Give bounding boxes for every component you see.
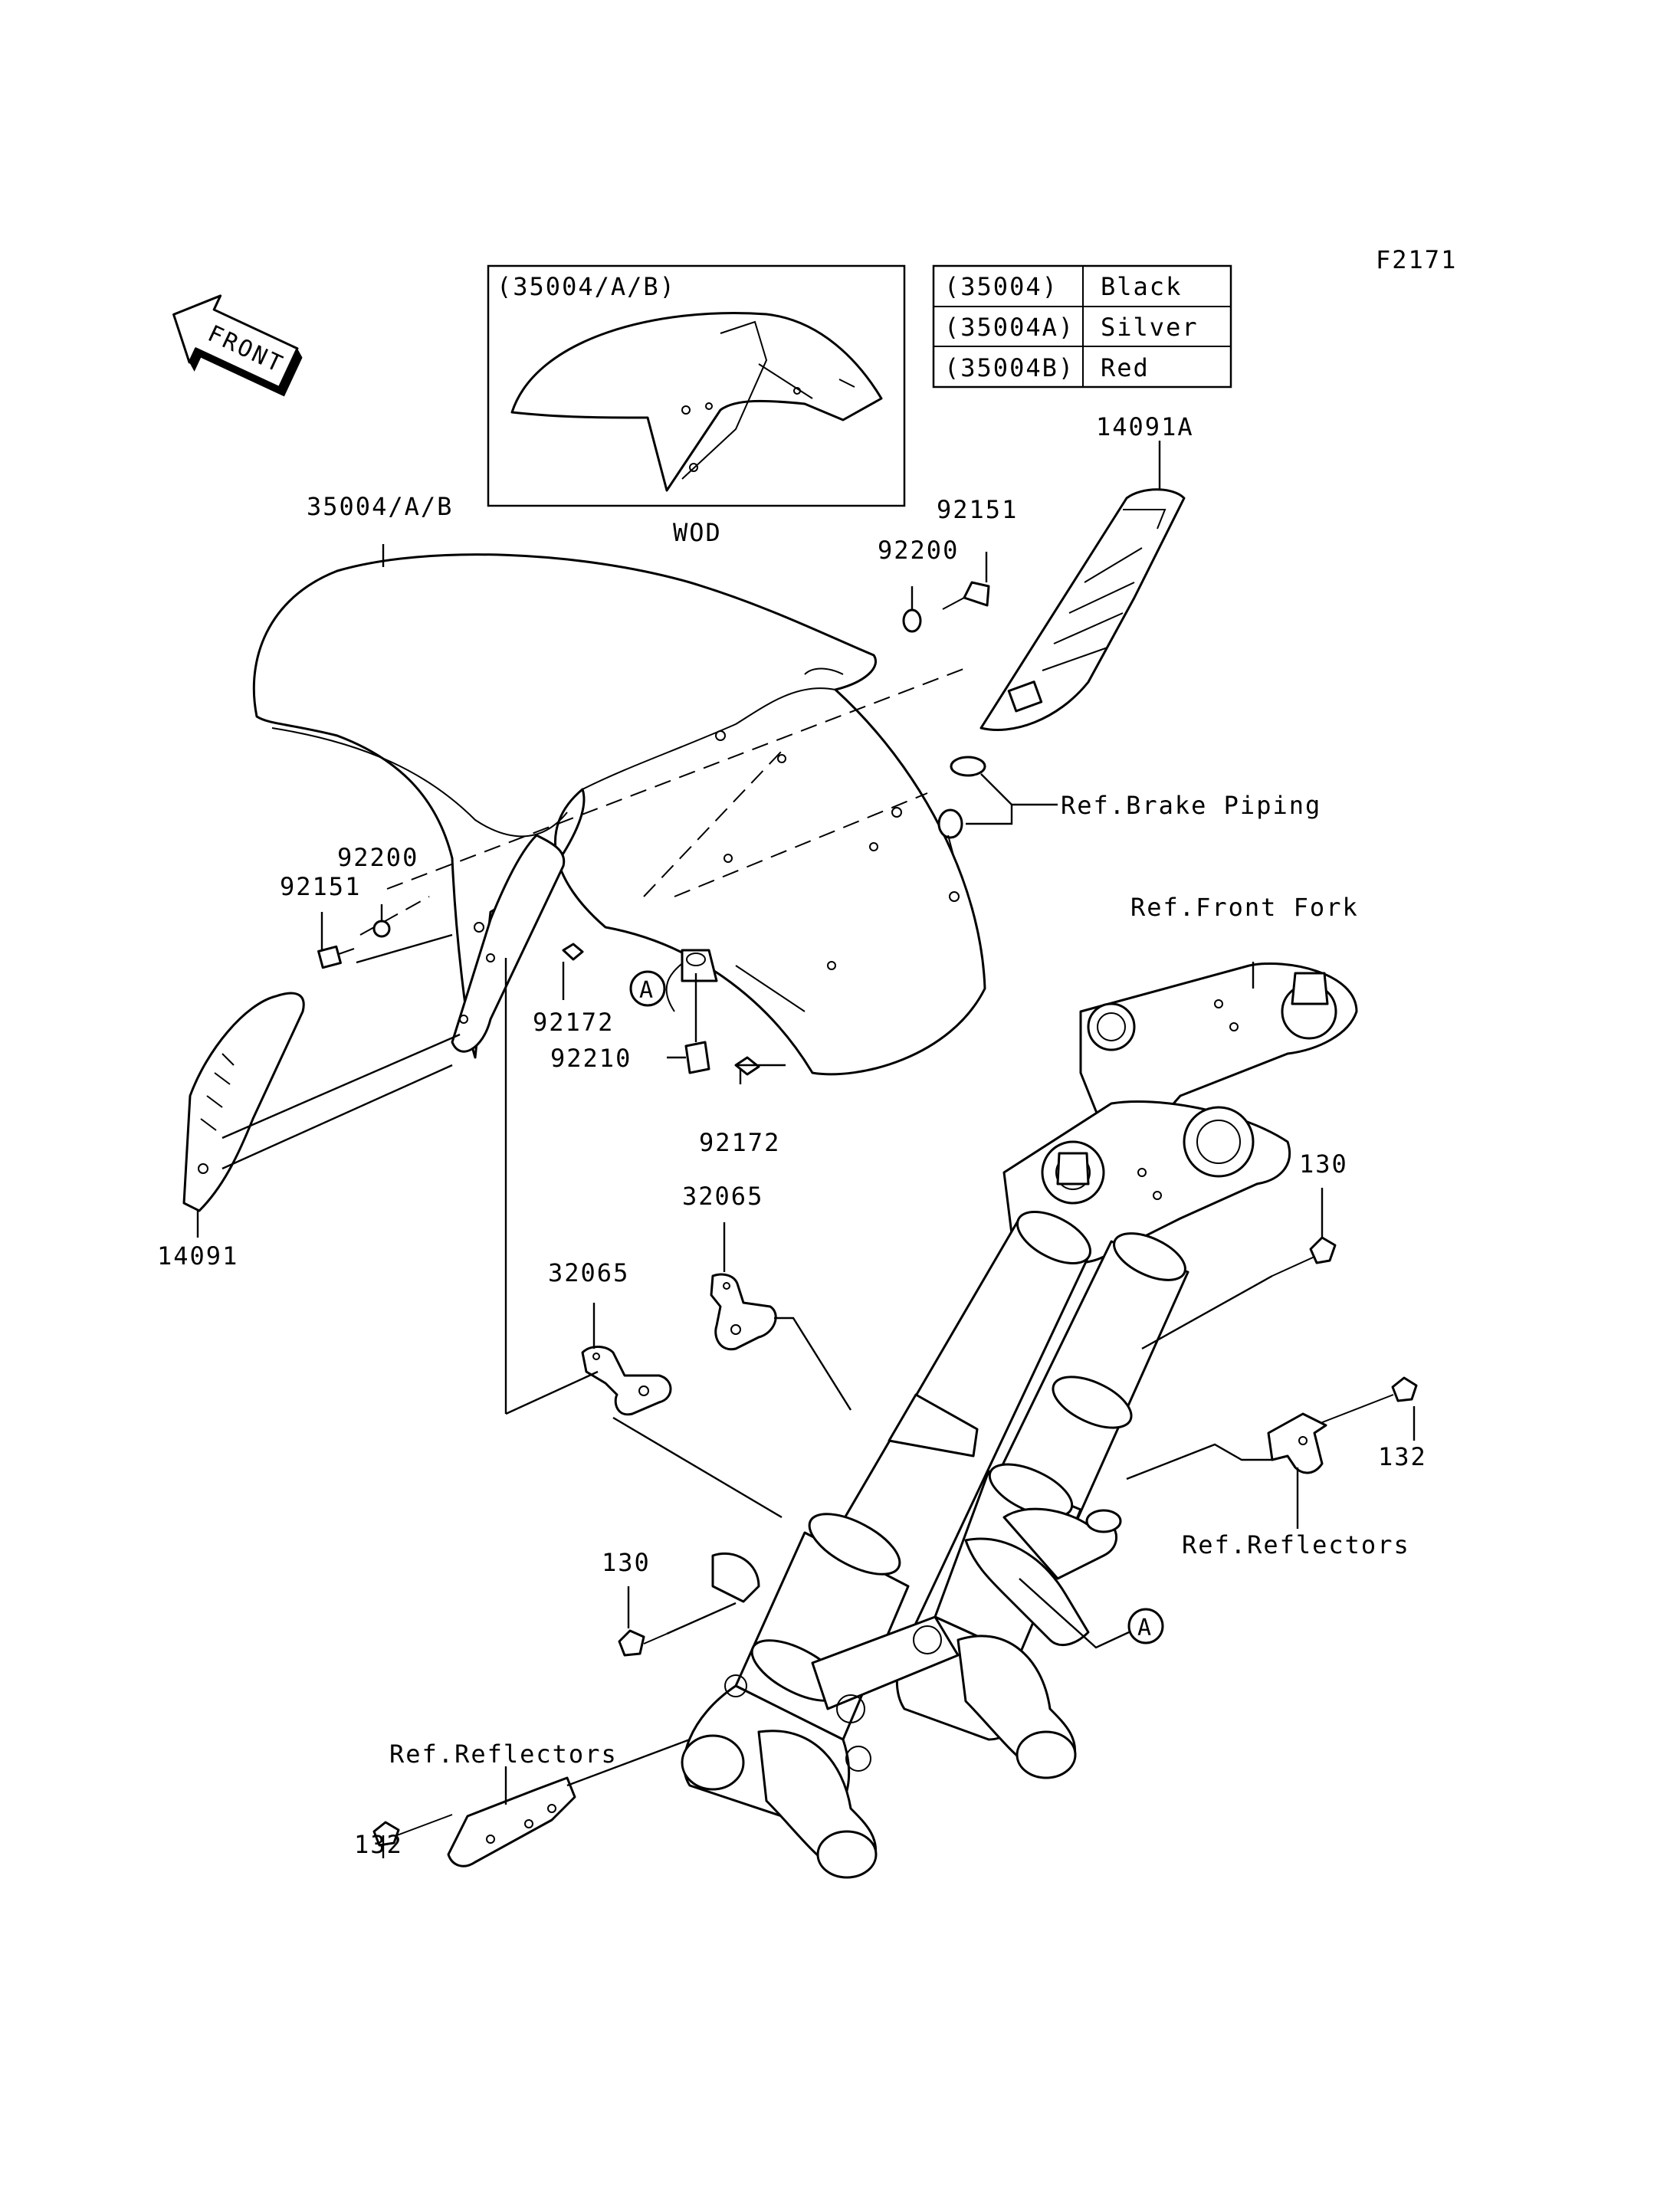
reflector-bracket-right <box>1267 1412 1327 1474</box>
bolt-92151-upper-right <box>942 581 990 610</box>
bolt-92151-left <box>317 945 355 969</box>
label-bolt-130-upper: 130 <box>1299 1149 1348 1179</box>
cover-14091 <box>182 992 305 1212</box>
reflector-bracket-left <box>447 1776 576 1867</box>
label-clip: 92210 <box>550 1044 632 1073</box>
color-name-silver: Silver <box>1101 313 1199 342</box>
color-code-silver: (35004A) <box>944 313 1075 342</box>
front-fork <box>681 962 1358 1879</box>
bolt-132-left <box>372 1814 453 1847</box>
washer-92200-upper-right <box>902 608 922 633</box>
label-brake-piping: Ref.Brake Piping <box>1061 791 1321 820</box>
fender-side-bracket <box>451 834 566 1053</box>
inset-box: (35004/A/B) <box>487 264 906 507</box>
front-fender <box>252 553 986 1076</box>
ref-a-upper: A <box>639 977 653 1004</box>
ref-a-upper-circle <box>629 970 666 1007</box>
front-arrow-icon: FRONT <box>172 294 303 397</box>
label-bracket-lower: 32065 <box>548 1258 629 1287</box>
screw-92172-left <box>562 943 584 961</box>
label-fender: 35004/A/B <box>307 492 453 521</box>
bolt-130-upper <box>1271 1236 1337 1277</box>
color-name-red: Red <box>1101 353 1150 382</box>
label-front-fork: Ref.Front Fork <box>1130 893 1359 922</box>
label-cover-right: 14091A <box>1096 412 1194 441</box>
bracket-32065-lower <box>581 1346 672 1416</box>
label-bracket-upper: 32065 <box>682 1182 763 1211</box>
ref-a-lower: A <box>1137 1615 1151 1641</box>
color-code-red: (35004B) <box>944 353 1075 382</box>
leader-lines <box>196 441 1416 1858</box>
label-screw-left: 92172 <box>533 1008 614 1037</box>
figure-code: F2171 <box>1376 245 1457 274</box>
bolt-132-right <box>1310 1376 1418 1428</box>
label-reflectors-right: Ref.Reflectors <box>1182 1530 1410 1559</box>
label-bolt-132-left: 132 <box>354 1830 403 1859</box>
color-code-black: (35004) <box>944 272 1058 301</box>
label-cover-left: 14091 <box>157 1241 238 1271</box>
inset-title: (35004/A/B) <box>497 272 676 301</box>
label-screw-center: 92172 <box>699 1128 780 1157</box>
label-washer-left: 92200 <box>337 843 418 872</box>
label-washer-upper-right: 92200 <box>878 536 959 565</box>
clip-92210 <box>684 1041 710 1074</box>
label-bolt-132-right: 132 <box>1378 1442 1427 1471</box>
label-bolt-left: 92151 <box>280 872 361 901</box>
part-labels: 35004/A/B 14091A 92151 92200 Ref.Brake P… <box>157 412 1427 1859</box>
label-bolt-upper-right: 92151 <box>937 495 1018 524</box>
bolt-130-lower <box>618 1629 668 1657</box>
inset-caption: WOD <box>673 518 722 547</box>
color-table: (35004) Black (35004A) Silver (35004B) R… <box>932 264 1232 389</box>
brake-piping-clamp <box>937 756 986 859</box>
guide-lines <box>359 666 970 936</box>
washer-92200-left <box>372 920 391 938</box>
cover-14091a <box>979 488 1186 731</box>
label-bolt-130-lower: 130 <box>602 1548 651 1577</box>
color-name-black: Black <box>1101 272 1182 301</box>
label-reflectors-left: Ref.Reflectors <box>389 1740 618 1769</box>
bracket-32065-upper <box>710 1273 777 1351</box>
ref-a-lower-circle <box>1127 1608 1164 1644</box>
